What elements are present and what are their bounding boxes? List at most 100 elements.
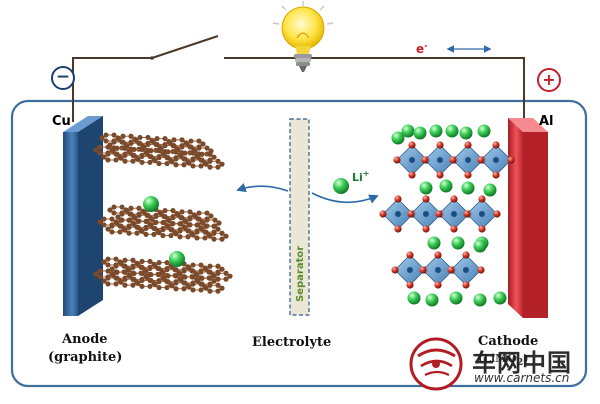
carbon-atom — [185, 228, 191, 234]
carbon-atom — [130, 264, 136, 270]
carbon-atom — [203, 161, 209, 167]
carbon-atom — [103, 132, 109, 138]
carbon-atom — [111, 139, 117, 145]
carbon-atom — [134, 230, 140, 236]
carbon-atom — [215, 276, 221, 282]
oxygen-atom — [436, 141, 444, 149]
carbon-atom — [195, 216, 201, 222]
carbon-atom — [97, 274, 103, 280]
carbon-atom — [97, 144, 103, 150]
carbon-atom — [121, 263, 127, 269]
carbon-atom — [162, 208, 168, 214]
carbon-atom — [170, 208, 176, 214]
carbon-atom — [160, 227, 166, 233]
carbon-atom — [207, 158, 213, 164]
carbon-atom — [187, 144, 193, 150]
separator: Separator — [289, 118, 310, 316]
oxygen-atom — [408, 141, 416, 149]
carbon-atom — [113, 157, 119, 163]
carbon-atom — [190, 232, 196, 238]
oxygen-atom — [462, 251, 470, 259]
carbon-atom — [203, 285, 209, 291]
carbon-atom — [97, 268, 103, 274]
carbon-atom — [119, 204, 125, 210]
carbon-atom — [198, 163, 204, 169]
carbon-atom — [109, 216, 115, 222]
carbon-atom — [139, 277, 145, 284]
carbon-atom — [181, 286, 187, 292]
carbon-atom — [207, 233, 213, 239]
oxygen-atom — [464, 171, 472, 179]
carbon-atom — [202, 229, 208, 235]
carbon-atom — [139, 146, 145, 153]
carbon-atom — [101, 278, 107, 284]
lithium-ion — [169, 251, 185, 267]
carbon-atom — [215, 263, 221, 269]
lithium-ion — [413, 126, 427, 140]
carbon-atom — [156, 284, 162, 291]
carbon-atom — [113, 275, 119, 281]
carbon-atom — [164, 155, 170, 161]
carbon-atom — [147, 283, 153, 289]
oxygen-atom — [434, 281, 442, 289]
carbon-atom — [196, 145, 202, 151]
carbon-atom — [219, 236, 225, 242]
carbon-atom — [154, 136, 160, 142]
carbon-atom — [119, 139, 125, 145]
carbon-atom — [186, 160, 192, 166]
lithium-ion — [391, 131, 405, 145]
carbon-atom — [190, 281, 196, 287]
carbon-atom — [122, 257, 128, 263]
carbon-atom — [105, 151, 111, 157]
carbon-atom — [113, 281, 119, 287]
oxygen-atom — [422, 195, 430, 203]
oxygen-atom — [408, 171, 416, 179]
oxygen-atom — [394, 225, 402, 233]
carbon-atom — [138, 264, 144, 270]
carbon-atom — [109, 266, 115, 272]
carbon-atom — [99, 135, 105, 141]
carbon-atom — [177, 221, 183, 227]
metal-atom — [493, 157, 499, 163]
carbon-atom — [105, 268, 111, 274]
carbon-atom — [118, 279, 124, 285]
metal-atom — [479, 211, 485, 217]
metal-atom — [435, 267, 441, 273]
lithium-ion — [425, 293, 439, 307]
carbon-atom — [179, 144, 185, 150]
negative-terminal-icon — [51, 66, 75, 90]
light-bulb-icon — [272, 1, 334, 72]
carbon-atom — [177, 271, 183, 277]
carbon-atom — [177, 234, 183, 240]
carbon-atom — [135, 280, 141, 286]
anode-label: Anode — [62, 332, 108, 347]
carbon-atom — [204, 210, 210, 216]
carbon-atom — [181, 162, 187, 168]
oxygen-atom — [406, 251, 414, 259]
carbon-atom — [198, 269, 204, 275]
carbon-atom — [117, 229, 123, 235]
carbon-atom — [204, 145, 210, 151]
carbon-atom — [152, 220, 158, 226]
cathode-label: Cathode — [478, 334, 539, 349]
carbon-atom — [97, 150, 103, 156]
carbon-atom — [179, 137, 185, 143]
carbon-atom — [186, 284, 192, 290]
carbon-atom — [97, 219, 103, 225]
oxygen-atom — [447, 266, 455, 274]
oxygen-atom — [379, 210, 387, 218]
carbon-atom — [206, 269, 212, 275]
carbon-atom — [120, 133, 126, 139]
carbon-atom — [155, 265, 161, 272]
lithium-ion — [473, 239, 487, 253]
carbon-atom — [202, 235, 208, 241]
cathode-crystal-structure — [379, 124, 515, 307]
carbon-atom — [194, 235, 200, 241]
carbon-atom — [173, 156, 179, 162]
oxygen-atom — [394, 195, 402, 203]
carbon-atom — [156, 148, 162, 154]
lithium-ion — [493, 291, 507, 305]
carbon-atom — [189, 268, 195, 274]
carbon-atom — [215, 270, 221, 276]
lithium-symbol: Li — [352, 171, 363, 184]
